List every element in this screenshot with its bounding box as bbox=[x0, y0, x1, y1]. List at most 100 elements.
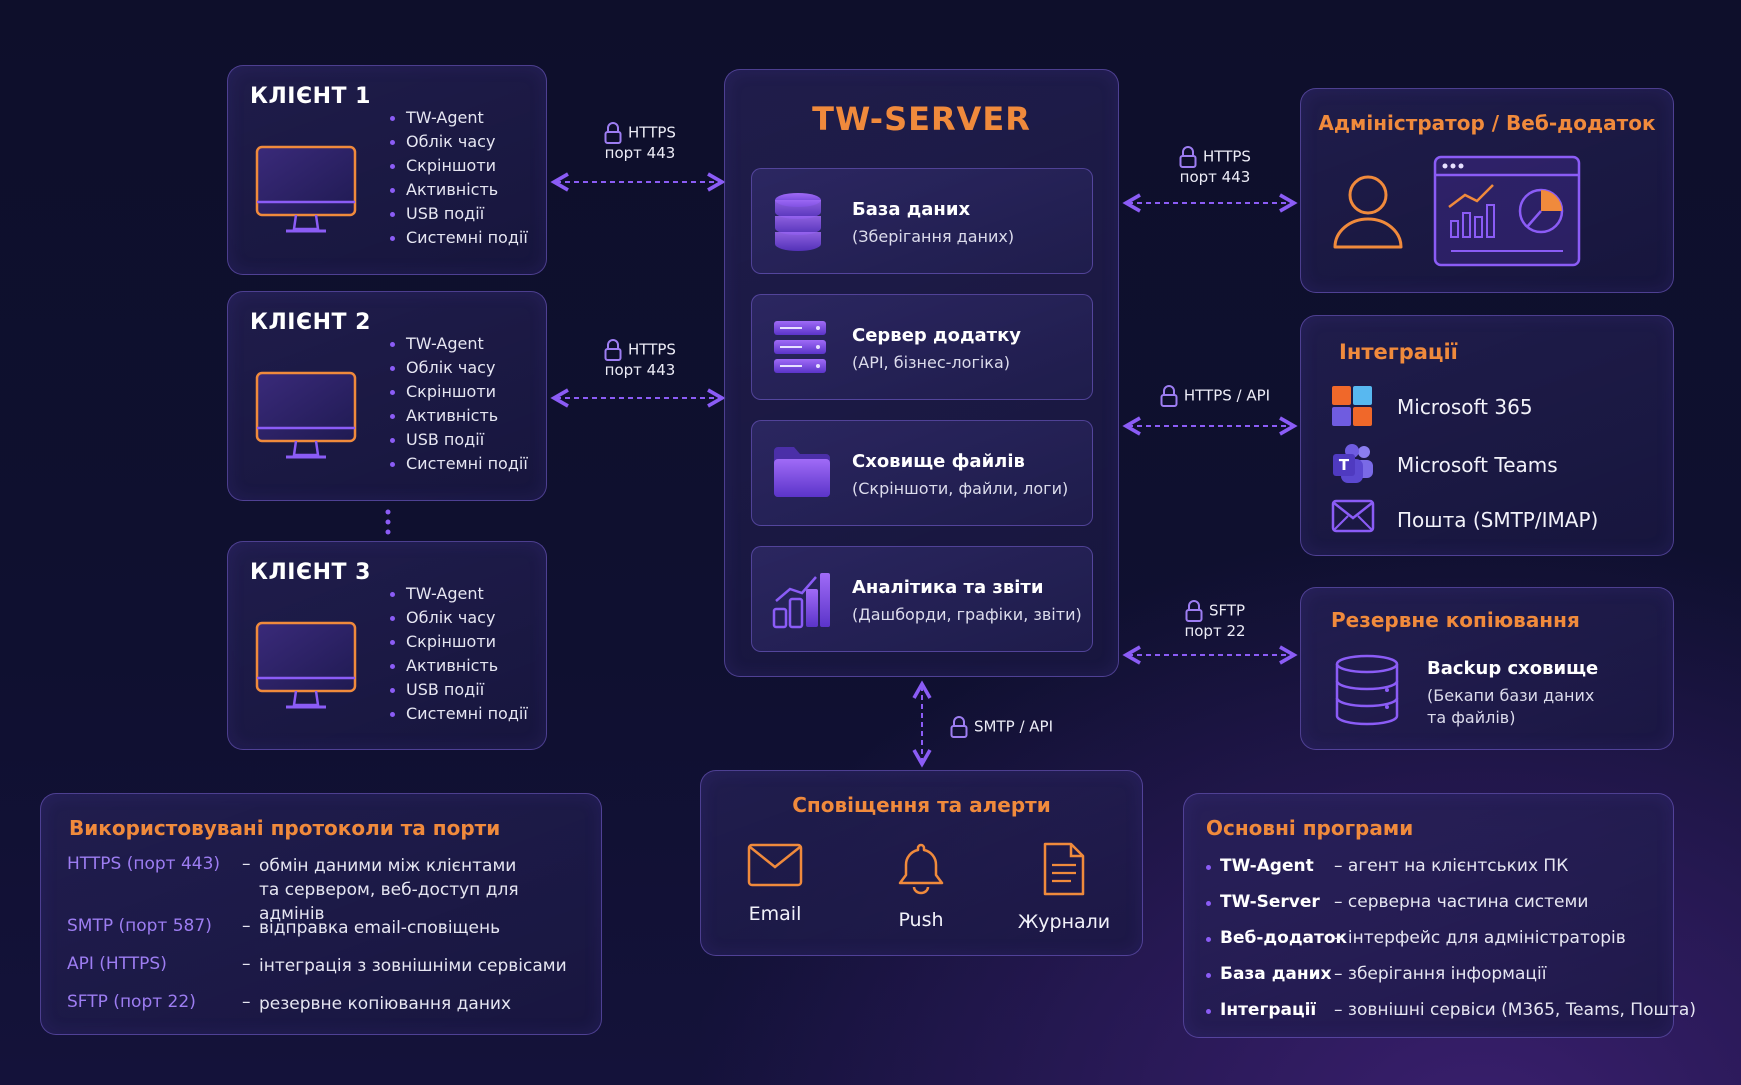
bidirectional-arrow bbox=[550, 172, 726, 192]
client-card-2: КЛІЄНТ 2 TW-Agent Облік часу Скріншоти А… bbox=[227, 291, 547, 501]
program-key: TW-Server bbox=[1220, 892, 1320, 912]
integration-item: T Microsoft Teams bbox=[1331, 443, 1558, 485]
integration-label: Microsoft 365 bbox=[1397, 395, 1533, 419]
lock-icon bbox=[604, 339, 622, 361]
separator: – bbox=[242, 954, 251, 974]
admin-title: Адміністратор / Веб-додаток bbox=[1318, 111, 1656, 135]
list-item: Скріншоти bbox=[390, 154, 528, 178]
list-item: TW-Agent bbox=[390, 332, 528, 356]
component-description: (API, бізнес-логіка) bbox=[852, 353, 1010, 372]
protocol-key: SFTP (порт 22) bbox=[67, 992, 196, 1012]
list-item: Системні події bbox=[390, 226, 528, 250]
connection-label-integrations: HTTPS / API bbox=[1145, 385, 1285, 407]
connection-label-notifications: SMTP / API bbox=[950, 716, 1070, 738]
list-item: Облік часу bbox=[390, 356, 528, 380]
server-title: TW-SERVER bbox=[812, 100, 1031, 138]
protocols-title: Використовувані протоколи та порти bbox=[69, 816, 501, 840]
list-item: Облік часу bbox=[390, 606, 528, 630]
user-icon bbox=[1333, 175, 1403, 249]
program-description: – зовнішні сервіси (M365, Teams, Пошта) bbox=[1334, 1000, 1696, 1020]
port-label: порт 443 bbox=[1179, 168, 1251, 186]
port-label: порт 22 bbox=[1184, 622, 1246, 640]
list-item: USB події bbox=[390, 428, 528, 452]
monitor-icon bbox=[255, 371, 357, 459]
port-label: порт 443 bbox=[604, 144, 676, 162]
protocol-key: SMTP (порт 587) bbox=[67, 916, 212, 936]
list-item: Активність bbox=[390, 178, 528, 202]
list-item: Активність bbox=[390, 654, 528, 678]
server-component-analytics: Аналітика та звіти (Дашборди, графіки, з… bbox=[751, 546, 1093, 652]
notification-label: Push bbox=[898, 909, 944, 931]
notification-item: Push bbox=[861, 841, 981, 931]
list-item: Системні події bbox=[390, 702, 528, 726]
notification-item: Журнали bbox=[1004, 841, 1124, 933]
component-name: База даних bbox=[852, 199, 971, 220]
protocol-label: SFTP bbox=[1208, 601, 1246, 620]
ellipsis-dots-icon bbox=[385, 509, 391, 535]
integration-label: Пошта (SMTP/IMAP) bbox=[1397, 508, 1599, 532]
server-component-app-server: Сервер додатку (API, бізнес-логіка) bbox=[751, 294, 1093, 400]
protocol-description: інтеграція з зовнішніми сервісами bbox=[259, 956, 567, 976]
description-line: та сервером, веб-доступ для адмінів bbox=[259, 880, 519, 924]
list-item: Облік часу bbox=[390, 130, 528, 154]
client-card-3: КЛІЄНТ 3 TW-Agent Облік часу Скріншоти А… bbox=[227, 541, 547, 750]
notifications-panel: Сповіщення та алерти Email Push Журнали bbox=[700, 770, 1143, 956]
program-key: База даних bbox=[1220, 964, 1332, 984]
client-card-1: КЛІЄНТ 1 TW-Agent Облік часу Скріншоти А… bbox=[227, 65, 547, 275]
monitor-icon bbox=[255, 145, 357, 233]
program-key: Веб-додаток bbox=[1220, 928, 1348, 948]
admin-web-app-panel: Адміністратор / Веб-додаток bbox=[1300, 88, 1674, 293]
component-name: Аналітика та звіти bbox=[852, 577, 1044, 598]
protocol-description: обмін даними між клієнтами та сервером, … bbox=[259, 854, 589, 926]
program-description: – серверна частина системи bbox=[1334, 892, 1589, 912]
connection-label-client-2: HTTPS порт 443 bbox=[585, 339, 695, 379]
server-component-database: База даних (Зберігання даних) bbox=[751, 168, 1093, 274]
program-description: – інтерфейс для адміністраторів bbox=[1334, 928, 1626, 948]
database-icon bbox=[1335, 654, 1399, 726]
bullet bbox=[1206, 937, 1211, 942]
protocol-label: SMTP / API bbox=[974, 717, 1053, 736]
backup-description: (Бекапи бази даних bbox=[1427, 686, 1595, 705]
separator: – bbox=[242, 916, 251, 936]
backup-title: Резервне копіювання bbox=[1331, 608, 1580, 632]
integration-item: Microsoft 365 bbox=[1331, 385, 1533, 427]
database-icon bbox=[775, 193, 821, 251]
folder-icon bbox=[774, 447, 830, 497]
program-key: Інтеграції bbox=[1220, 1000, 1317, 1020]
bidirectional-arrow bbox=[1122, 645, 1298, 665]
list-item: TW-Agent bbox=[390, 582, 528, 606]
integration-item: Пошта (SMTP/IMAP) bbox=[1331, 498, 1598, 540]
component-name: Сервер додатку bbox=[852, 325, 1022, 346]
protocol-description: відправка email-сповіщень bbox=[259, 918, 501, 938]
bidirectional-arrow bbox=[1122, 193, 1298, 213]
list-item: USB події bbox=[390, 678, 528, 702]
analytics-chart-icon bbox=[772, 573, 830, 629]
port-label: порт 443 bbox=[604, 361, 676, 379]
microsoft-365-icon bbox=[1332, 386, 1372, 426]
program-description: – зберігання інформації bbox=[1334, 964, 1547, 984]
component-description: (Дашборди, графіки, звіти) bbox=[852, 605, 1082, 624]
client-feature-list: TW-Agent Облік часу Скріншоти Активність… bbox=[390, 332, 528, 476]
bullet bbox=[1206, 865, 1211, 870]
client-title: КЛІЄНТ 2 bbox=[250, 310, 371, 335]
separator: – bbox=[242, 854, 251, 874]
protocol-label: HTTPS / API bbox=[1183, 386, 1271, 405]
program-key: TW-Agent bbox=[1220, 856, 1314, 876]
dashboard-window-icon bbox=[1433, 155, 1581, 267]
bidirectional-arrow bbox=[1122, 416, 1298, 436]
integrations-panel: Інтеграції Microsoft 365 T Microsoft Tea… bbox=[1300, 315, 1674, 556]
programs-panel: Основні програми TW-Agent – агент на клі… bbox=[1183, 793, 1696, 1038]
list-item: TW-Agent bbox=[390, 106, 528, 130]
protocol-key: API (HTTPS) bbox=[67, 954, 167, 974]
notifications-title: Сповіщення та алерти bbox=[792, 793, 1051, 817]
connection-label-backup: SFTP порт 22 bbox=[1160, 600, 1270, 640]
component-description: (Скріншоти, файли, логи) bbox=[852, 479, 1069, 498]
svg-text:T: T bbox=[1339, 456, 1350, 474]
integrations-title: Інтеграції bbox=[1339, 340, 1458, 364]
backup-description: та файлів) bbox=[1427, 708, 1516, 727]
vertical-bidirectional-arrow bbox=[912, 680, 932, 768]
client-title: КЛІЄНТ 1 bbox=[250, 84, 371, 109]
lock-icon bbox=[1179, 146, 1197, 168]
envelope-icon bbox=[747, 843, 803, 887]
connection-label-client-1: HTTPS порт 443 bbox=[585, 122, 695, 162]
